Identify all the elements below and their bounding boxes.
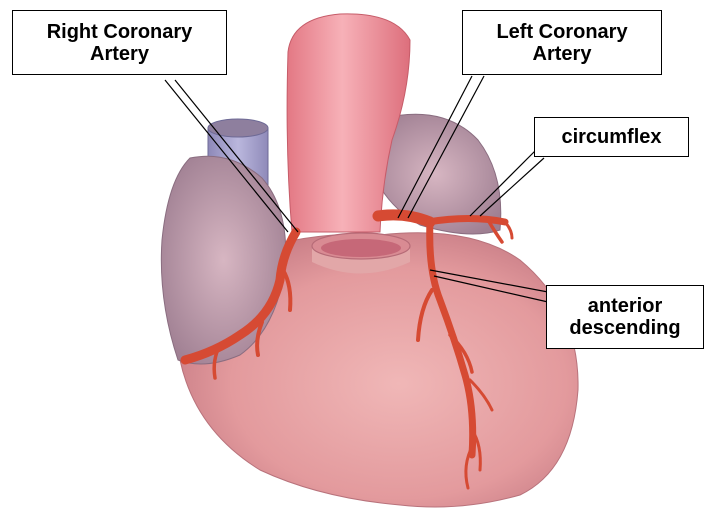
label-right-coronary-line1: Right Coronary bbox=[47, 21, 193, 43]
label-anterior-descending: anterior descending bbox=[546, 285, 704, 349]
label-circumflex-text: circumflex bbox=[561, 126, 661, 148]
label-left-coronary-line1: Left Coronary bbox=[496, 21, 627, 43]
label-right-coronary-artery: Right Coronary Artery bbox=[12, 10, 227, 75]
label-right-coronary-line2: Artery bbox=[90, 43, 149, 65]
label-anterior-line2: descending bbox=[569, 317, 680, 339]
label-left-coronary-line2: Artery bbox=[533, 43, 592, 65]
label-anterior-line1: anterior bbox=[588, 295, 662, 317]
label-circumflex: circumflex bbox=[534, 117, 689, 157]
circumflex-branch bbox=[428, 219, 505, 223]
pulmonary-trunk bbox=[312, 233, 410, 274]
label-left-coronary-artery: Left Coronary Artery bbox=[462, 10, 662, 75]
